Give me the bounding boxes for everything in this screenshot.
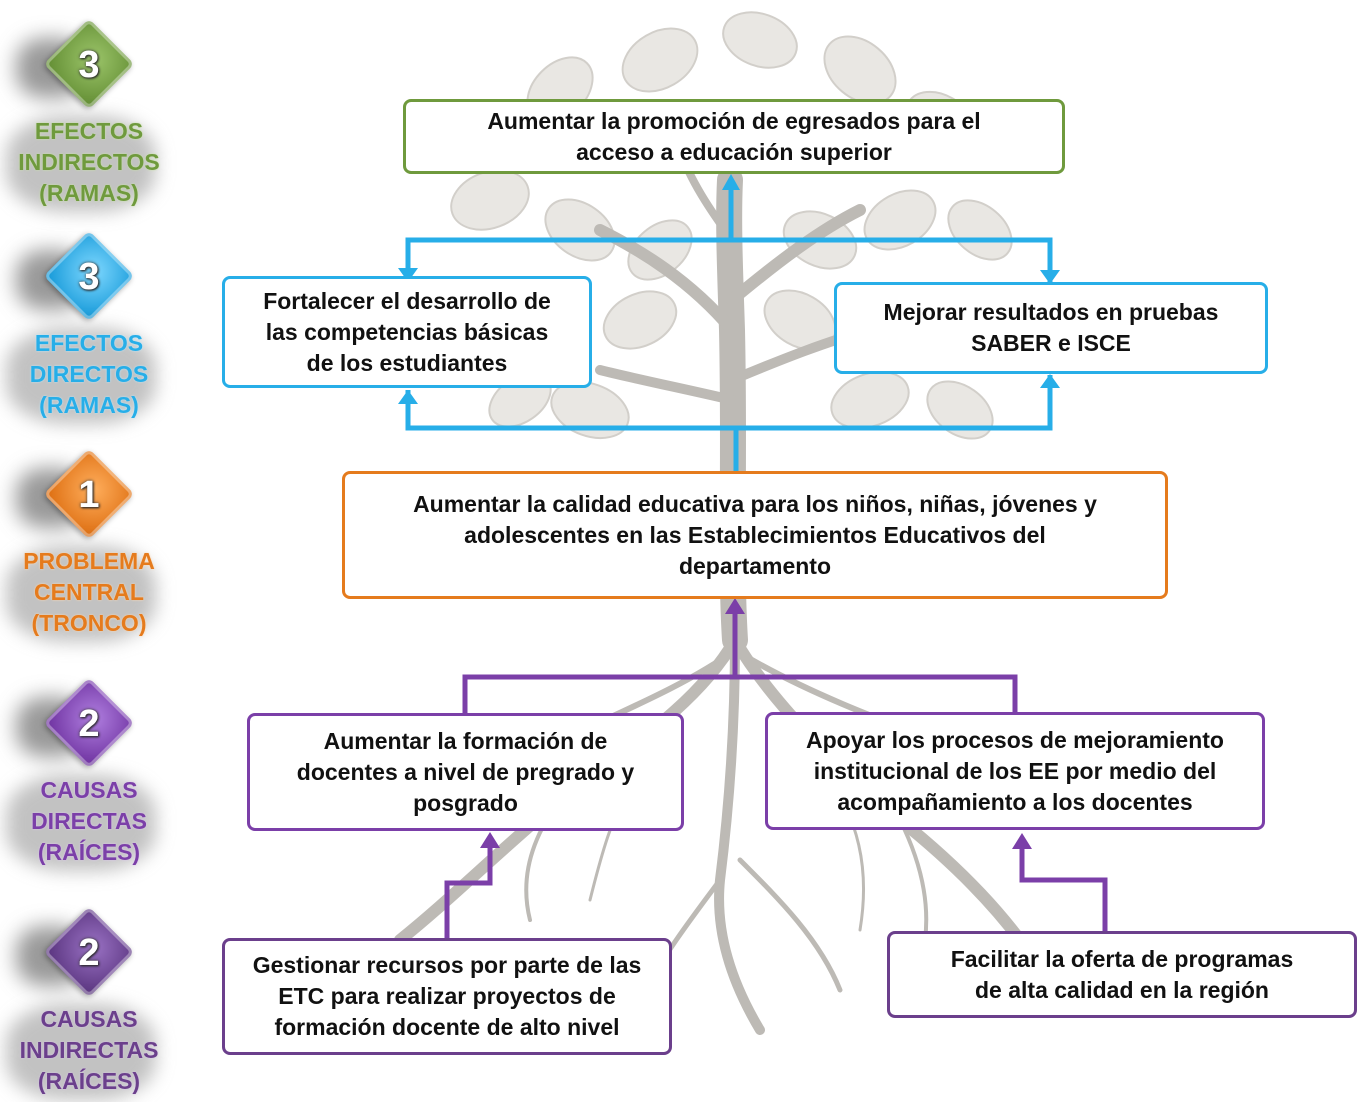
effects-arrowheads [398,174,1060,404]
indirect-effect-text: Aumentar la promoción de egresados para … [487,107,981,165]
arrow-to-left-cause [444,845,493,940]
direct-effect-left-text: Fortalecer el desarrollo de las competen… [263,287,551,376]
legend-central-problem: 1 PROBLEMA CENTRAL (TRONCO) [0,448,178,642]
indirect-cause-left-text: Gestionar recursos por parte de las ETC … [252,952,642,1040]
legend-number: 2 [78,703,100,745]
legend-indirect-effects: 3 EFECTOS INDIRECTOS (RAMAS) [0,18,178,212]
causes-arrowheads [480,598,1032,849]
causes-bracket [462,674,1018,714]
legend-line: DIRECTAS [31,808,147,834]
legend-line: EFECTOS [34,330,144,356]
arrow-to-right-cause [1019,846,1108,932]
legend-line: (RAMAS) [39,392,139,418]
direct-effect-right-text: Mejorar resultados en pruebas SABER e IS… [883,299,1219,356]
legend-number: 3 [78,44,100,86]
legend-number: 3 [78,256,100,298]
legend-line: CAUSAS [40,777,138,803]
legend-direct-causes: 2 CAUSAS DIRECTAS (RAÍCES) [0,677,178,871]
legend-number: 1 [78,474,100,516]
direct-cause-right-text: Apoyar los procesos de mejoramiento inst… [806,726,1224,815]
legend-line: CENTRAL [34,579,144,605]
direct-effect-left-box: Fortalecer el desarrollo de las competen… [222,276,592,388]
legend-line: CAUSAS [40,1006,138,1032]
legend-line: EFECTOS [34,118,144,144]
effects-connectors [405,177,1053,472]
legend-line: PROBLEMA [23,548,155,574]
direct-cause-left-text: Aumentar la formación de docentes a nive… [296,727,635,816]
indirect-effect-box: Aumentar la promoción de egresados para … [403,99,1065,174]
direct-effect-right-box: Mejorar resultados en pruebas SABER e IS… [834,282,1268,374]
legend-line: (RAÍCES) [37,839,141,865]
legend-line: (TRONCO) [31,610,147,636]
indirect-cause-left-box: Gestionar recursos por parte de las ETC … [222,938,672,1055]
central-problem-text: Aumentar la calidad educativa para los n… [413,490,1097,579]
legend-direct-effects: 3 EFECTOS DIRECTOS (RAMAS) [0,230,178,424]
legend-line: INDIRECTAS [19,1037,159,1063]
central-problem-box: Aumentar la calidad educativa para los n… [342,471,1168,599]
indirect-cause-right-box: Facilitar la oferta de programas de alta… [887,931,1357,1018]
legend-line: DIRECTOS [29,361,149,387]
lower-bracket [405,375,1053,431]
indirect-cause-right-text: Facilitar la oferta de programas de alta… [950,945,1294,1003]
legend-line: INDIRECTOS [18,149,160,175]
direct-cause-right-box: Apoyar los procesos de mejoramiento inst… [765,712,1265,830]
causes-connectors [444,612,1108,940]
legend-number: 2 [78,932,100,974]
legend-line: (RAMAS) [39,180,139,206]
direct-cause-left-box: Aumentar la formación de docentes a nive… [247,713,684,831]
legend-indirect-causes: 2 CAUSAS INDIRECTAS (RAÍCES) [0,906,178,1100]
legend-line: (RAÍCES) [37,1068,141,1094]
